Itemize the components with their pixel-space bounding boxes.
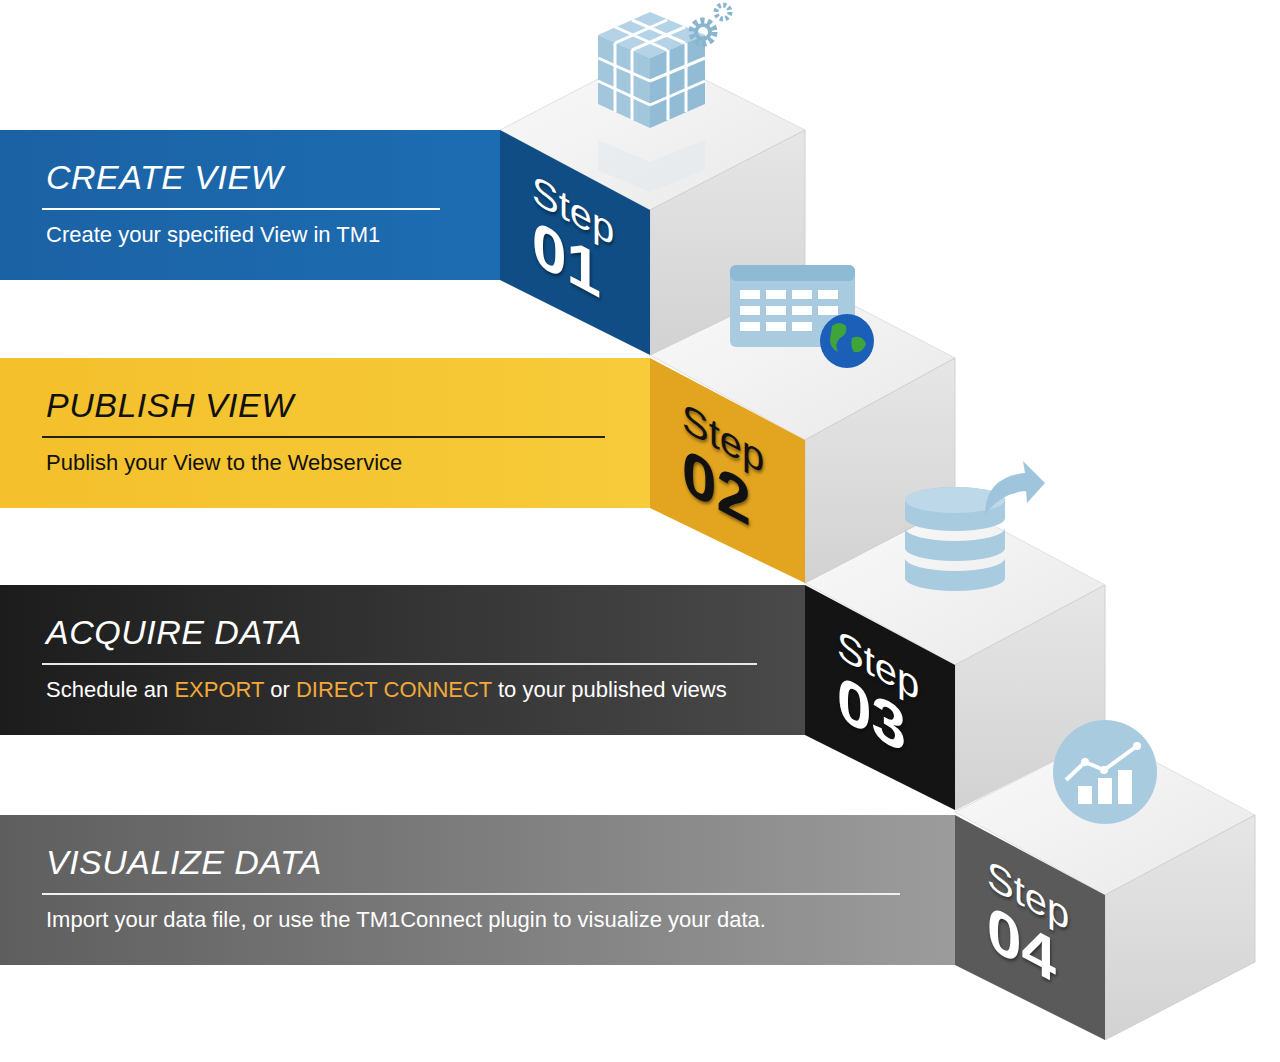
chart-icon <box>1053 720 1157 824</box>
step-heading: CREATE VIEW <box>46 158 283 197</box>
step-heading: ACQUIRE DATA <box>46 613 302 652</box>
step-description: Create your specified View in TM1 <box>46 222 380 248</box>
heading-rule <box>42 663 757 665</box>
step-heading: PUBLISH VIEW <box>46 386 294 425</box>
step-description: Schedule an EXPORT or DIRECT CONNECT to … <box>46 677 727 703</box>
step-band: ACQUIRE DATA Schedule an EXPORT or DIRECT… <box>0 585 805 735</box>
heading-rule <box>42 436 605 438</box>
step-description: Import your data file, or use the TM1Con… <box>46 907 766 933</box>
heading-rule <box>42 208 440 210</box>
webservice-icon <box>730 265 874 368</box>
step-heading: VISUALIZE DATA <box>46 843 322 882</box>
step-band: PUBLISH VIEW Publish your View to the Web… <box>0 358 650 508</box>
step-description: Publish your View to the Webservice <box>46 450 402 476</box>
step-band: CREATE VIEW Create your specified View in… <box>0 130 500 280</box>
database-icon <box>905 461 1045 591</box>
cube-icon <box>598 5 730 192</box>
heading-rule <box>42 893 900 895</box>
step-band: VISUALIZE DATA Import your data file, or … <box>0 815 955 965</box>
